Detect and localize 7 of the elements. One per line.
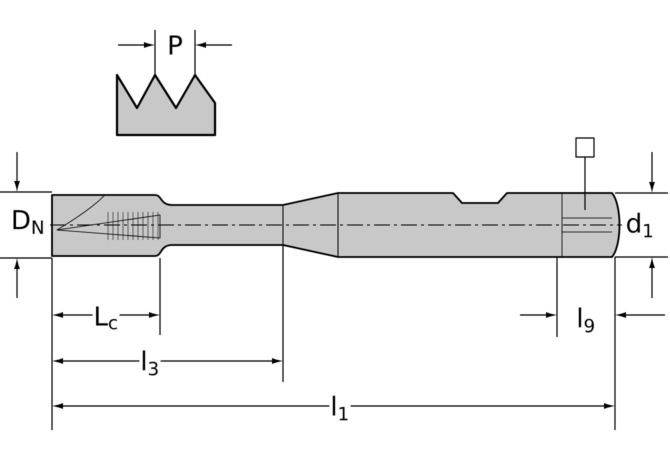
dimension-label: P (166, 34, 184, 56)
dimension-label: L$_{c}$ (92, 306, 120, 330)
dimension-label: l$_{9}$ (575, 306, 597, 334)
dimension-label: D$_{N}$ (10, 209, 46, 235)
dimension-label: l$_{3}$ (139, 350, 161, 376)
dimension-label: l$_{1}$ (329, 394, 351, 422)
dimension-label: d$_{1}$ (624, 212, 656, 238)
